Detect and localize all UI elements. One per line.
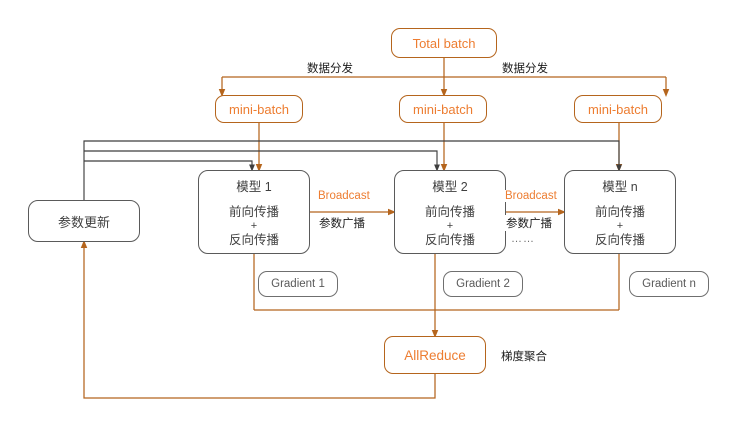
node-model-2[interactable]: 模型 2 前向传播 + 反向传播: [394, 170, 506, 254]
node-model-2-plus: +: [446, 220, 454, 232]
node-gradient-2-label: Gradient 2: [456, 278, 510, 290]
node-model-n-forward: 前向传播: [594, 204, 645, 219]
edge-label-distribute-1: 数据分发: [305, 60, 355, 76]
node-total-batch[interactable]: Total batch: [391, 28, 497, 58]
node-mini-batch-1[interactable]: mini-batch: [215, 95, 303, 123]
node-gradient-2[interactable]: Gradient 2: [443, 271, 523, 297]
node-allreduce-label: AllReduce: [404, 347, 466, 363]
node-model-n-title: 模型 n: [602, 180, 638, 194]
node-model-2-backward: 反向传播: [424, 233, 475, 248]
node-model-n[interactable]: 模型 n 前向传播 + 反向传播: [564, 170, 676, 254]
node-model-1-backward: 反向传播: [228, 233, 279, 248]
node-total-batch-label: Total batch: [412, 35, 476, 51]
edge-label-aggregate: 梯度聚合: [499, 348, 549, 364]
node-allreduce[interactable]: AllReduce: [384, 336, 486, 374]
wire-allreduce-to-param-update: [80, 240, 436, 399]
edge-label-broadcast-ellipsis: ……: [509, 233, 537, 245]
node-mini-batch-3[interactable]: mini-batch: [574, 95, 662, 123]
node-gradient-n-label: Gradient n: [642, 278, 696, 290]
edge-label-broadcast-2-en: Broadcast: [503, 190, 559, 202]
node-param-update-label: 参数更新: [57, 214, 110, 230]
edge-label-broadcast-1-cn: 参数广播: [317, 215, 367, 231]
node-model-2-title: 模型 2: [432, 180, 468, 194]
node-model-1-title: 模型 1: [236, 180, 272, 194]
edge-label-broadcast-2-cn: 参数广播: [504, 215, 554, 231]
wire-param-update-to-model-1: [84, 160, 255, 172]
node-model-n-backward: 反向传播: [594, 233, 645, 248]
wire-param-update-to-model-2: [84, 150, 440, 172]
node-mini-batch-1-label: mini-batch: [229, 101, 289, 117]
node-gradient-1-label: Gradient 1: [271, 278, 325, 290]
edge-label-broadcast-1-en: Broadcast: [316, 190, 372, 202]
node-gradient-n[interactable]: Gradient n: [629, 271, 709, 297]
node-mini-batch-2-label: mini-batch: [413, 101, 473, 117]
node-param-update[interactable]: 参数更新: [28, 200, 140, 242]
node-model-n-plus: +: [616, 220, 624, 232]
node-model-2-forward: 前向传播: [424, 204, 475, 219]
node-model-1[interactable]: 模型 1 前向传播 + 反向传播: [198, 170, 310, 254]
wire-param-update-to-model-3: [83, 140, 622, 200]
edge-label-distribute-2: 数据分发: [500, 60, 550, 76]
node-mini-batch-2[interactable]: mini-batch: [399, 95, 487, 123]
node-model-1-plus: +: [250, 220, 258, 232]
node-model-1-forward: 前向传播: [228, 204, 279, 219]
node-mini-batch-3-label: mini-batch: [588, 101, 648, 117]
node-gradient-1[interactable]: Gradient 1: [258, 271, 338, 297]
